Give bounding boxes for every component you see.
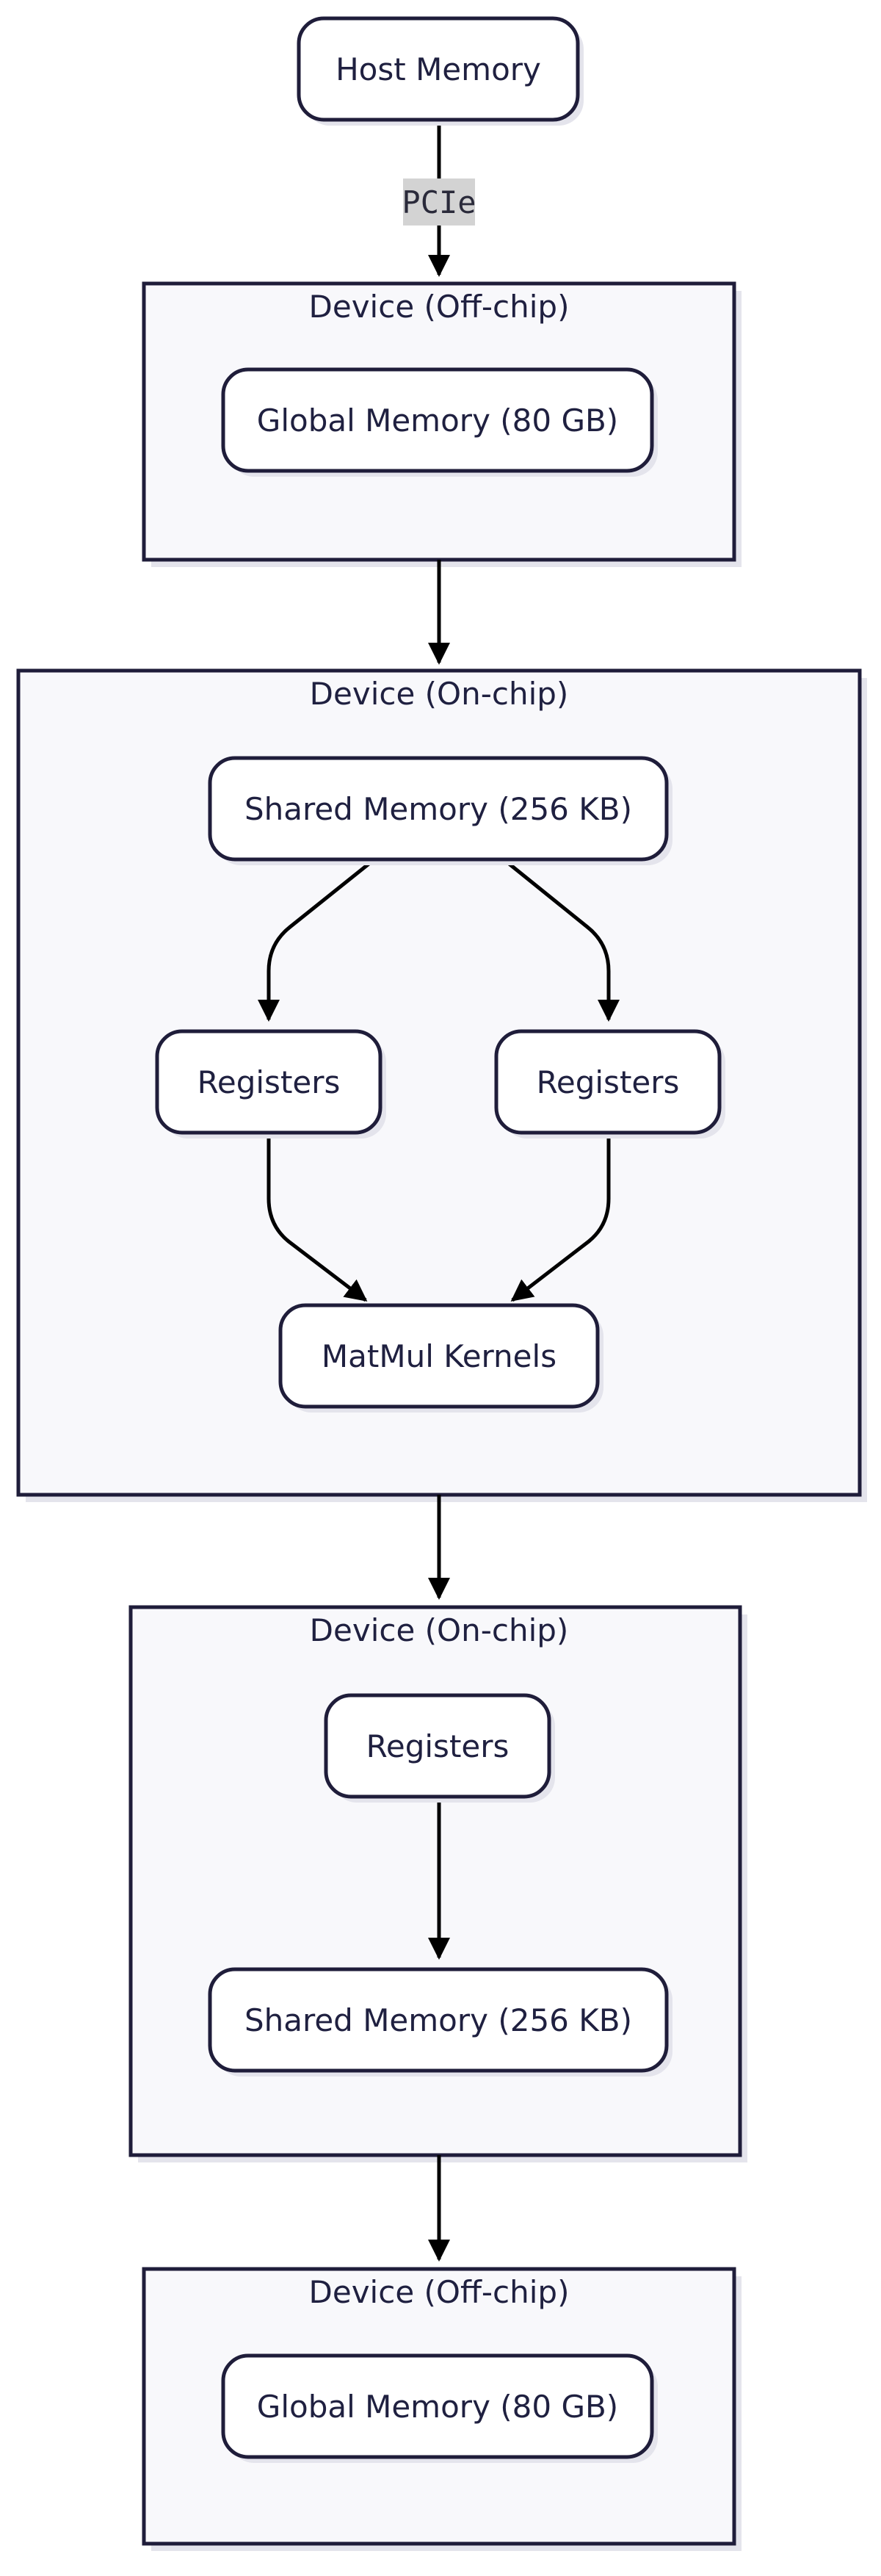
- node-shared-memory-writeback[interactable]: Shared Memory (256 KB): [208, 1967, 672, 2077]
- node-matmul-kernels[interactable]: MatMul Kernels: [278, 1303, 603, 1413]
- group-label-device-onchip-compute: Device (On-chip): [310, 676, 569, 712]
- node-label-registers-left: Registers: [197, 1064, 341, 1100]
- edge-label-pcie: PCIe: [402, 178, 476, 226]
- node-shared-memory-top[interactable]: Shared Memory (256 KB): [208, 756, 672, 865]
- node-label-registers-writeback: Registers: [366, 1728, 510, 1764]
- node-global-memory-top[interactable]: Global Memory (80 GB): [221, 367, 658, 477]
- node-label-registers-right: Registers: [537, 1064, 680, 1100]
- edge-shared-to-registers-right: [502, 858, 620, 1022]
- node-label-global-memory-top: Global Memory (80 GB): [257, 403, 618, 439]
- node-label-global-memory-bottom: Global Memory (80 GB): [257, 2389, 618, 2425]
- node-registers-right[interactable]: Registers: [494, 1029, 725, 1139]
- node-registers-writeback[interactable]: Registers: [324, 1693, 555, 1803]
- group-label-device-offchip-bottom: Device (Off-chip): [309, 2274, 570, 2310]
- node-global-memory-bottom[interactable]: Global Memory (80 GB): [221, 2353, 658, 2463]
- node-label-shared-memory-top: Shared Memory (256 KB): [244, 791, 632, 827]
- edge-registers-left-to-matmul: [267, 1133, 368, 1302]
- node-label-shared-memory-writeback: Shared Memory (256 KB): [244, 2002, 632, 2038]
- node-host-memory[interactable]: Host Memory: [297, 16, 584, 126]
- edge-shared-to-registers-left: [258, 858, 376, 1022]
- edges: [258, 122, 620, 2262]
- node-registers-left[interactable]: Registers: [155, 1029, 386, 1139]
- edge-registers-right-to-matmul: [510, 1133, 611, 1302]
- node-label-host-memory: Host Memory: [336, 51, 541, 87]
- group-label-device-onchip-writeback: Device (On-chip): [310, 1612, 569, 1648]
- node-label-matmul-kernels: MatMul Kernels: [322, 1338, 556, 1374]
- edge-label-pcie-text: PCIe: [402, 184, 476, 220]
- group-label-device-offchip-top: Device (Off-chip): [309, 289, 570, 325]
